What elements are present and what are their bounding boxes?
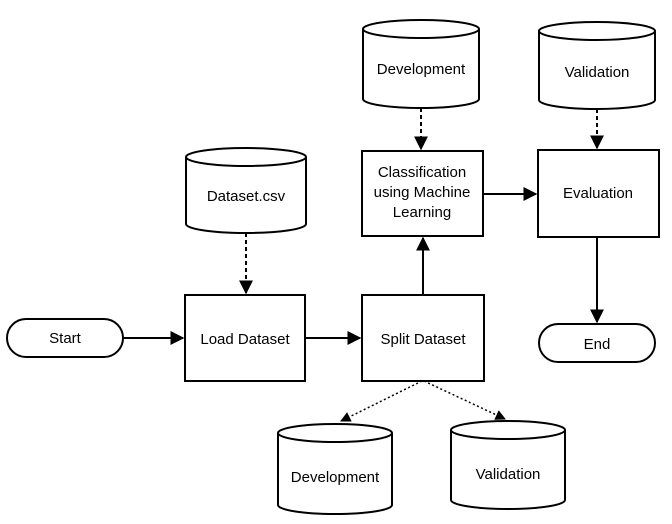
validation-bottom-label: Validation	[476, 466, 541, 483]
evaluation-label: Evaluation	[563, 185, 633, 202]
split-to-validation-arrow	[423, 380, 506, 420]
load-dataset-node: Load Dataset	[184, 294, 306, 382]
evaluation-node: Evaluation	[537, 149, 660, 238]
validation-bottom-database: Validation	[450, 420, 566, 510]
dataset-csv-database: Dataset.csv	[185, 147, 307, 234]
development-bottom-database: Development	[277, 423, 393, 515]
split-dataset-node: Split Dataset	[361, 294, 485, 382]
development-top-database: Development	[362, 19, 480, 109]
split-to-development-arrow	[340, 380, 423, 422]
classification-node: Classification using Machine Learning	[361, 150, 484, 237]
development-top-label: Development	[377, 61, 466, 78]
start-label: Start	[49, 330, 82, 347]
development-bottom-label: Development	[291, 469, 380, 486]
end-node: End	[538, 323, 656, 363]
start-node: Start	[6, 318, 124, 358]
load-dataset-label: Load Dataset	[200, 331, 290, 348]
validation-top-database: Validation	[538, 21, 656, 110]
end-label: End	[584, 336, 611, 353]
classification-label-line3: Learning	[393, 204, 451, 221]
split-dataset-label: Split Dataset	[380, 331, 466, 348]
validation-top-label: Validation	[565, 64, 630, 81]
dataset-csv-label: Dataset.csv	[207, 188, 286, 205]
classification-label-line1: Classification	[378, 164, 466, 181]
classification-label-line2: using Machine	[374, 184, 471, 201]
